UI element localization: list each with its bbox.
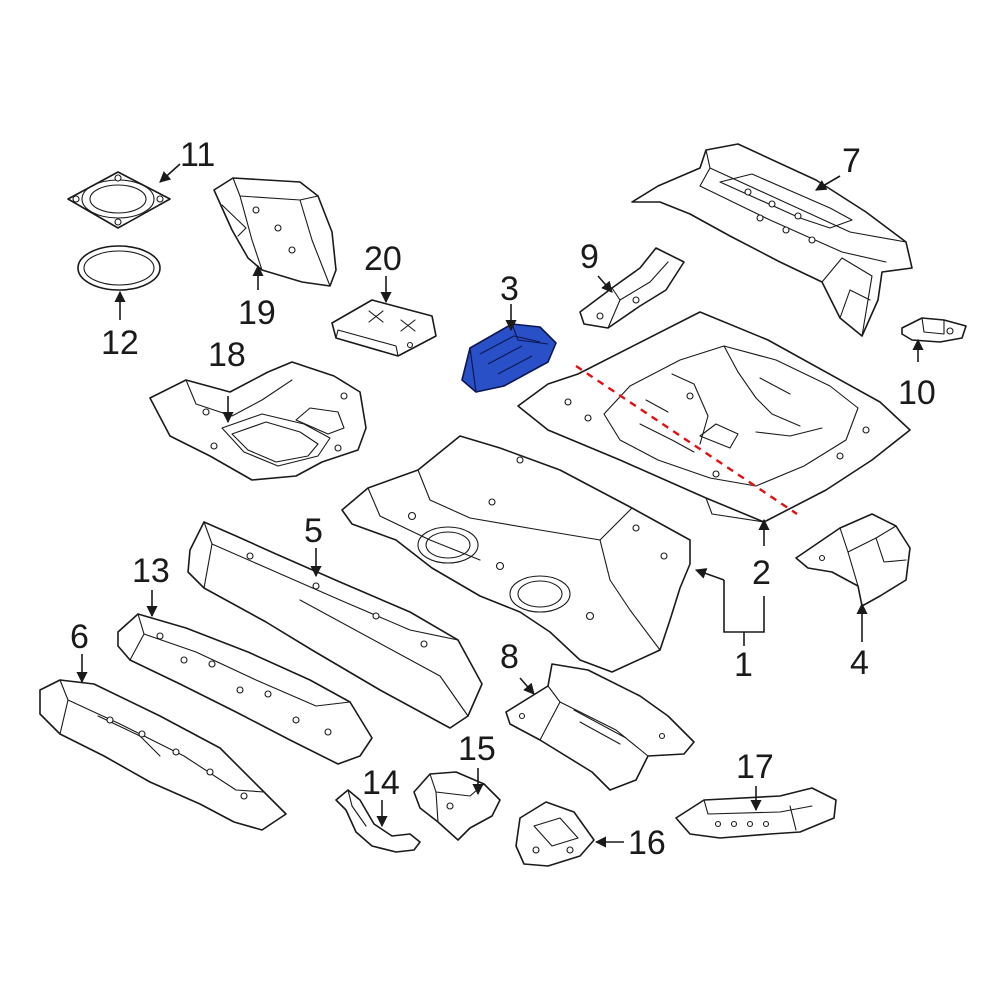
part-10-clip[interactable] (901, 317, 967, 343)
leader-lines (76, 163, 924, 848)
callout-10: 10 (898, 374, 936, 412)
callout-5: 5 (304, 512, 323, 550)
callout-20: 20 (364, 240, 402, 278)
callout-17: 17 (736, 748, 774, 786)
callout-3: 3 (500, 270, 519, 308)
leader-7 (815, 175, 841, 191)
leader-9 (597, 275, 613, 293)
part-15-bracket[interactable] (413, 771, 501, 841)
part-14-strap[interactable] (335, 789, 421, 853)
leader-8 (519, 677, 535, 695)
part-18-tub-panel[interactable] (149, 361, 367, 481)
callout-6: 6 (70, 618, 89, 656)
callout-16: 16 (628, 824, 666, 862)
part-20-plate[interactable] (331, 299, 437, 357)
callout-15: 15 (458, 730, 496, 768)
callout-1: 1 (734, 646, 753, 684)
part-17-rail-extension[interactable] (675, 787, 837, 839)
part-7-rear-crossmember[interactable] (631, 143, 913, 337)
callout-19: 19 (238, 294, 276, 332)
callout-8: 8 (500, 638, 519, 676)
part-9-bracket[interactable] (579, 247, 685, 329)
callout-9: 9 (580, 238, 599, 276)
leader-1-arrow (694, 568, 725, 581)
part-2-rear-floor[interactable] (517, 311, 911, 523)
part-1-main-floor[interactable] (341, 435, 691, 673)
part-3-panel-highlighted[interactable] (461, 323, 557, 393)
part-8-crossmember[interactable] (505, 663, 695, 791)
part-12-seal-ring[interactable] (77, 245, 161, 291)
part-16-bracket[interactable] (515, 801, 595, 867)
part-5-crossmember[interactable] (187, 521, 483, 729)
callout-7: 7 (842, 142, 861, 180)
callout-2: 2 (752, 554, 771, 592)
part-11-gasket-plate[interactable] (67, 171, 171, 229)
cut-line (575, 365, 798, 515)
callout-12: 12 (101, 324, 139, 362)
part-4-bracket[interactable] (795, 513, 911, 607)
leader-11 (159, 163, 181, 183)
callout-4: 4 (850, 644, 869, 682)
part-19-bracket[interactable] (213, 177, 337, 287)
callout-labels: 11 12 19 20 3 9 7 10 18 2 1 4 5 13 6 8 1… (70, 136, 936, 862)
callout-11: 11 (180, 136, 215, 174)
callout-13: 13 (132, 552, 170, 590)
callout-14: 14 (362, 764, 400, 802)
part-13-crossmember[interactable] (117, 613, 373, 765)
callout-18: 18 (208, 336, 246, 374)
part-6-side-member[interactable] (39, 679, 287, 831)
